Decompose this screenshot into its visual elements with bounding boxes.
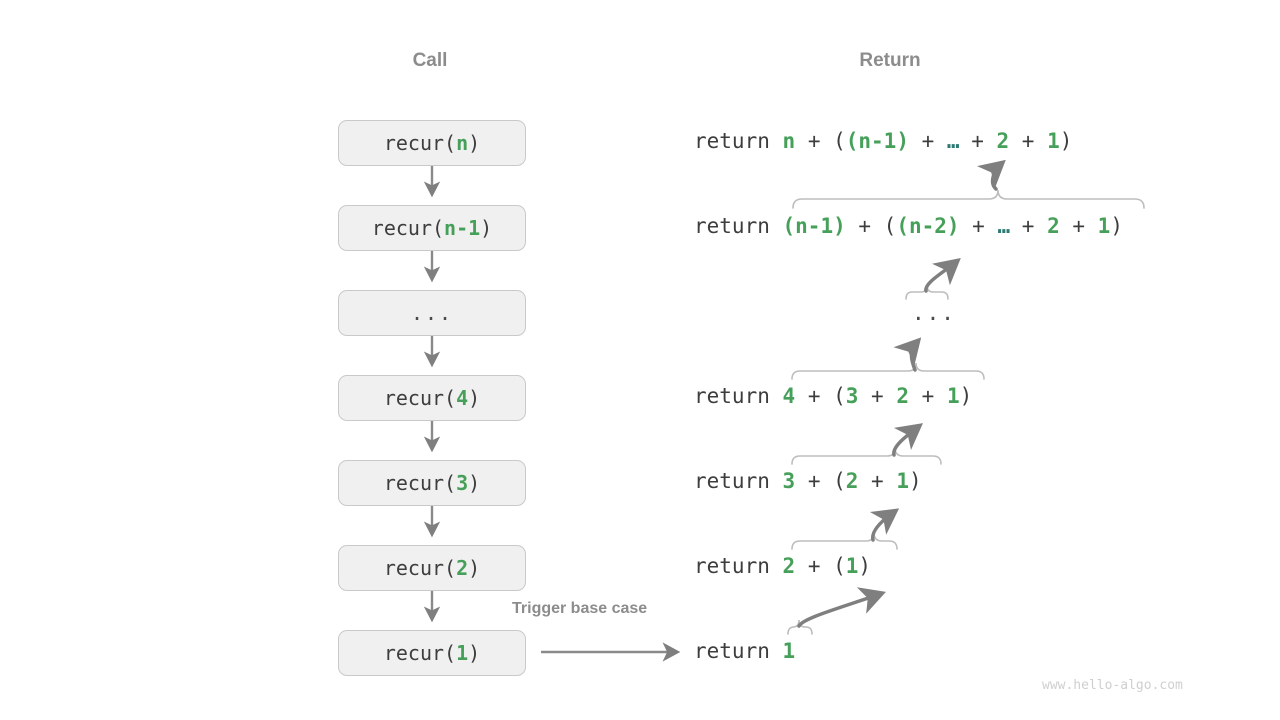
arrow-ret7-to-ret6	[797, 587, 886, 628]
call-box-recur-2[interactable]: recur(2)	[338, 545, 526, 591]
return-arrow-2	[995, 163, 1001, 189]
call-box-label: recur(n-1)	[371, 216, 493, 240]
arrow-ret5-to-ret4	[892, 423, 923, 457]
return-line-2: return (n-1) + ((n-2) + … + 2 + 1)	[694, 214, 1123, 238]
return-keyword: return	[694, 384, 770, 408]
return-keyword: return	[694, 554, 770, 578]
trigger-base-case-label: Trigger base case	[512, 600, 648, 617]
return-line-7: return 1	[694, 639, 796, 663]
arrow-dots-to-ret2	[924, 257, 961, 293]
column-header-return: Return	[859, 50, 921, 71]
return-line-5: return 3 + (2 + 1)	[694, 469, 922, 493]
column-header-call: Call	[412, 50, 448, 71]
call-box-label: ...	[410, 301, 454, 325]
call-box-label: recur(2)	[383, 556, 481, 580]
call-box-recur-n[interactable]: recur(n)	[338, 120, 526, 166]
return-keyword: return	[694, 639, 770, 663]
arrow-ret4-to-dots	[893, 337, 922, 372]
return-line-6: return 2 + (1)	[694, 554, 872, 578]
arrow-ret6-to-ret5	[869, 508, 900, 542]
return-keyword: return	[694, 214, 770, 238]
call-box-recur-3[interactable]: recur(3)	[338, 460, 526, 506]
call-box-recur-1[interactable]: recur(1)	[338, 630, 526, 676]
return-arrows	[997, 166, 1002, 190]
return-line-1: return n + ((n-1) + … + 2 + 1)	[694, 129, 1073, 153]
return-keyword: return	[694, 129, 770, 153]
call-box-label: recur(n)	[383, 131, 481, 155]
call-box-label: recur(4)	[383, 386, 481, 410]
arrow-ret2-to-ret1	[977, 159, 1006, 191]
return-keyword: return	[694, 469, 770, 493]
call-box-ellipsis[interactable]: ...	[338, 290, 526, 336]
call-box-recur-4[interactable]: recur(4)	[338, 375, 526, 421]
call-box-label: recur(1)	[383, 641, 481, 665]
return-line-ellipsis: ...	[912, 301, 956, 325]
watermark: www.hello-algo.com	[1042, 678, 1183, 693]
return-line-4: return 4 + (3 + 2 + 1)	[694, 384, 973, 408]
call-box-label: recur(3)	[383, 471, 481, 495]
call-box-recur-n-1[interactable]: recur(n-1)	[338, 205, 526, 251]
